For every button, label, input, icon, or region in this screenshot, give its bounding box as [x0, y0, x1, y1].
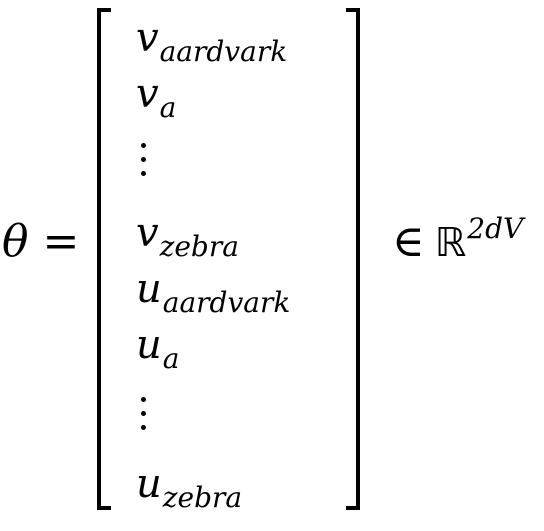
entry-base: v	[136, 71, 159, 117]
entry-base: u	[136, 461, 162, 507]
entry-subscript: zebra	[159, 230, 239, 263]
formula-lhs: θ=	[2, 212, 79, 272]
entry-base: v	[136, 15, 159, 61]
entry-subscript: zebra	[162, 481, 243, 514]
set-exponent: 2dV	[467, 212, 524, 245]
real-numbers-symbol: ℝ	[434, 220, 467, 266]
element-of-symbol: ∈	[392, 216, 425, 267]
vector-entry-v-aardvark: vaardvark	[136, 14, 288, 68]
formula-rhs: ∈ℝ2dV	[392, 212, 523, 277]
vector-entry-u-a: ua	[136, 321, 180, 375]
entry-base: u	[136, 266, 162, 312]
vertical-ellipsis-icon	[139, 397, 153, 439]
entry-subscript: aardvark	[159, 35, 288, 68]
vector-entry-v-zebra: vzebra	[136, 209, 239, 263]
equals-sign: =	[42, 216, 80, 267]
right-bracket	[346, 8, 360, 510]
entry-subscript: a	[162, 342, 180, 375]
vector-entry-u-aardvark: uaardvark	[136, 265, 291, 319]
theta-symbol: θ	[2, 216, 29, 267]
vertical-ellipsis-icon	[139, 143, 153, 185]
entry-base: u	[136, 322, 162, 368]
vector-entry-u-zebra: uzebra	[136, 460, 243, 514]
vector-entry-v-a: va	[136, 70, 177, 124]
left-bracket	[97, 8, 111, 510]
entry-subscript: a	[159, 91, 177, 124]
entry-subscript: aardvark	[162, 286, 291, 319]
entry-base: v	[136, 210, 159, 256]
